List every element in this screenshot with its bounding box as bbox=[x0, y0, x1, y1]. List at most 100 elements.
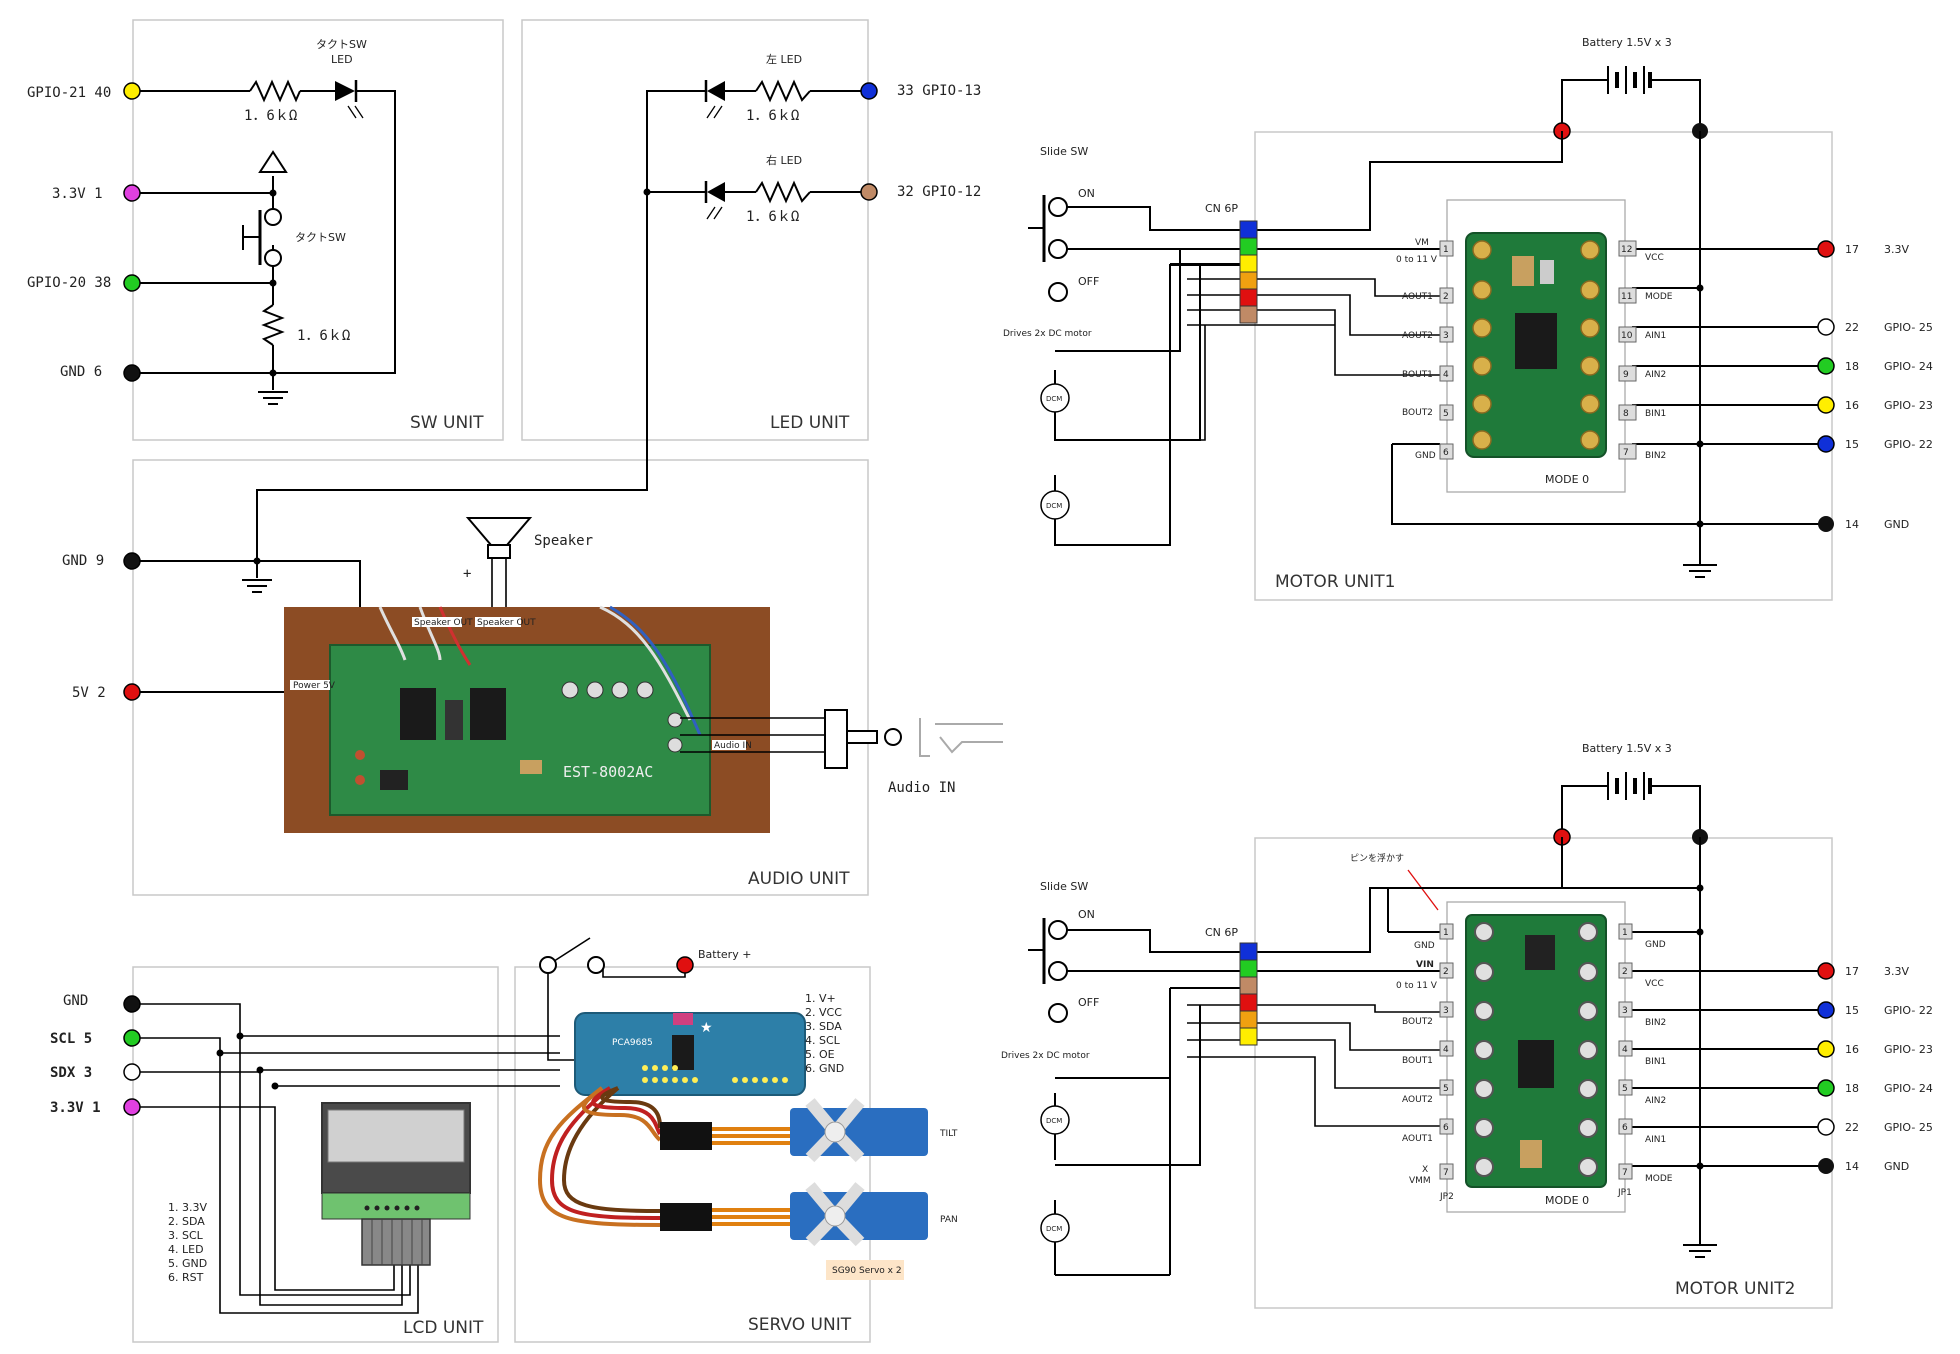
driver-pin-number: 2 bbox=[1443, 967, 1449, 977]
pin-connector-3v3[interactable] bbox=[123, 1098, 141, 1116]
power-arrow-symbol bbox=[258, 150, 288, 173]
pin-connector-gpio22[interactable] bbox=[1817, 435, 1835, 453]
pin-label-gnd: GND 6 bbox=[60, 364, 102, 380]
pin-label: GPIO- 22 bbox=[1884, 1004, 1933, 1017]
pin-label-3v3: 3.3V 1 bbox=[50, 1100, 101, 1116]
driver-pin-number: 3 bbox=[1622, 1006, 1628, 1016]
pin-connector-gnd[interactable] bbox=[1818, 1158, 1834, 1174]
driver-pin-label: AIN1 bbox=[1645, 331, 1666, 341]
pin-label: 3.3V bbox=[1884, 243, 1909, 256]
battery-symbol bbox=[1607, 772, 1652, 800]
driver-pin-number: 2 bbox=[1622, 967, 1628, 977]
speaker-symbol bbox=[465, 517, 533, 650]
speaker-out-tag: Speaker OUT bbox=[477, 618, 536, 628]
battery-plus-connector[interactable] bbox=[676, 956, 694, 974]
slide-switch-symbol bbox=[1028, 918, 1068, 1023]
junction-dot bbox=[271, 1082, 279, 1090]
pin-number: 17 bbox=[1845, 965, 1859, 978]
pin-connector-gpio21[interactable] bbox=[123, 82, 141, 100]
pin-number: 15 bbox=[1845, 1004, 1859, 1017]
switch-contact bbox=[587, 956, 605, 974]
lcd-unit: GND SCL 5 SDX 3 3.3V 1 1. 3.3V 2. SDA 3.… bbox=[50, 993, 560, 1314]
switch-on-label: ON bbox=[1078, 187, 1095, 200]
driver-pin-label: BIN1 bbox=[1645, 409, 1666, 419]
pin-connector-gpio20[interactable] bbox=[123, 274, 141, 292]
pin-connector-gpio23[interactable] bbox=[1817, 396, 1835, 414]
driver-pin-label: AOUT2 bbox=[1402, 331, 1433, 341]
svg-text:DCM: DCM bbox=[1046, 395, 1062, 403]
resistor-label: 1．6ｋΩ bbox=[244, 108, 297, 124]
audio-unit-box bbox=[132, 459, 869, 896]
lcd-unit-title: LCD UNIT bbox=[403, 1318, 484, 1338]
junction-dot bbox=[236, 1032, 244, 1040]
pin-label-3v3: 3.3V 1 bbox=[52, 186, 103, 202]
driver-pin-label: AOUT2 bbox=[1402, 1095, 1433, 1105]
ground-symbol bbox=[1683, 1244, 1717, 1258]
pin-connector-gpio25[interactable] bbox=[1817, 1118, 1835, 1136]
switch-contact bbox=[539, 956, 557, 974]
pin-connector-sdx[interactable] bbox=[123, 1063, 141, 1081]
driver-pin-label: VCC bbox=[1645, 979, 1664, 989]
pin-connector-gpio23[interactable] bbox=[1817, 1040, 1835, 1058]
resistor-label: 1．6ｋΩ bbox=[746, 108, 799, 124]
tact-switch-label: タクトSW bbox=[295, 231, 346, 244]
pin-connector-gpio24[interactable] bbox=[1817, 357, 1835, 375]
drives-note: Drives 2x DC motor bbox=[1003, 329, 1092, 339]
servo-pan-illustration bbox=[660, 1182, 928, 1247]
pin-connector-gpio12[interactable] bbox=[860, 183, 878, 201]
lift-pin-arrow bbox=[1407, 869, 1439, 911]
jumper-label: JP1 bbox=[1617, 1188, 1632, 1198]
pin-connector-5v[interactable] bbox=[123, 683, 141, 701]
driver-pin-label: GND bbox=[1414, 941, 1435, 951]
audio-unit-title: AUDIO UNIT bbox=[748, 869, 850, 889]
motor1-unit-title: MOTOR UNIT1 bbox=[1275, 572, 1395, 592]
led-unit-box bbox=[521, 19, 869, 441]
driver-pin-number: 4 bbox=[1622, 1045, 1628, 1055]
junction-dot bbox=[216, 1049, 224, 1057]
driver-pin-label: BIN1 bbox=[1645, 1057, 1666, 1067]
audio-in-label: Audio IN bbox=[888, 780, 955, 796]
cn6p-connector bbox=[1239, 942, 1258, 1046]
driver-pin-label: BOUT1 bbox=[1402, 1056, 1433, 1066]
pin-connector-3v3[interactable] bbox=[123, 184, 141, 202]
driver-pin-note: 0 to 11 V bbox=[1396, 981, 1438, 991]
pca9685-board-illustration: PCA9685 ★ bbox=[574, 1012, 806, 1096]
pin-connector-gnd[interactable] bbox=[123, 995, 141, 1013]
pin-label: GPIO- 25 bbox=[1884, 1121, 1933, 1134]
pin-number: 14 bbox=[1845, 518, 1859, 531]
pin-connector-3v3[interactable] bbox=[1817, 962, 1835, 980]
driver-pin-number: 9 bbox=[1623, 370, 1629, 380]
speaker-out-tag: Speaker OUT bbox=[414, 618, 473, 628]
driver-pin-label: VCC bbox=[1645, 253, 1664, 263]
driver-pin-number: 3 bbox=[1443, 1006, 1449, 1016]
audio-unit: GND 9 5V 2 Speaker + bbox=[62, 517, 1003, 833]
pin-connector-gnd[interactable] bbox=[123, 364, 141, 382]
pin-label: GPIO- 23 bbox=[1884, 1043, 1933, 1056]
pin-connector-gnd[interactable] bbox=[1818, 516, 1834, 532]
pin-label-gpio21: GPIO-21 40 bbox=[27, 85, 111, 101]
driver-pin-label: AIN2 bbox=[1645, 370, 1666, 380]
pin-connector-gnd9[interactable] bbox=[123, 552, 141, 570]
driver-pin-number: 7 bbox=[1622, 1168, 1628, 1178]
pin-connector-gpio24[interactable] bbox=[1817, 1079, 1835, 1097]
resistor-symbol bbox=[755, 180, 811, 204]
pin-connector-scl[interactable] bbox=[123, 1029, 141, 1047]
pin-connector-gpio25[interactable] bbox=[1817, 318, 1835, 336]
driver-pin-number: 3 bbox=[1443, 331, 1449, 341]
junction-dot bbox=[1696, 520, 1704, 528]
ground-symbol bbox=[258, 373, 288, 405]
driver-pin-number: 4 bbox=[1443, 1045, 1449, 1055]
pin-label-sdx: SDX 3 bbox=[50, 1065, 92, 1081]
pin-connector-gpio13[interactable] bbox=[860, 82, 878, 100]
drv8833-board-illustration bbox=[1465, 914, 1607, 1188]
pin-connector-gpio22[interactable] bbox=[1817, 1001, 1835, 1019]
mode-label: MODE 0 bbox=[1545, 1194, 1589, 1207]
battery-label: Battery 1.5V x 3 bbox=[1582, 36, 1672, 49]
driver-pin-number: 5 bbox=[1443, 409, 1449, 419]
junction-dot bbox=[256, 1066, 264, 1074]
servo-pin-list-item: 3. SDA bbox=[805, 1020, 842, 1033]
pin-number: 14 bbox=[1845, 1160, 1859, 1173]
pin-label: GND bbox=[1884, 518, 1909, 531]
pin-connector-3v3[interactable] bbox=[1817, 240, 1835, 258]
servo-pin-list-item: 6. GND bbox=[805, 1062, 844, 1075]
